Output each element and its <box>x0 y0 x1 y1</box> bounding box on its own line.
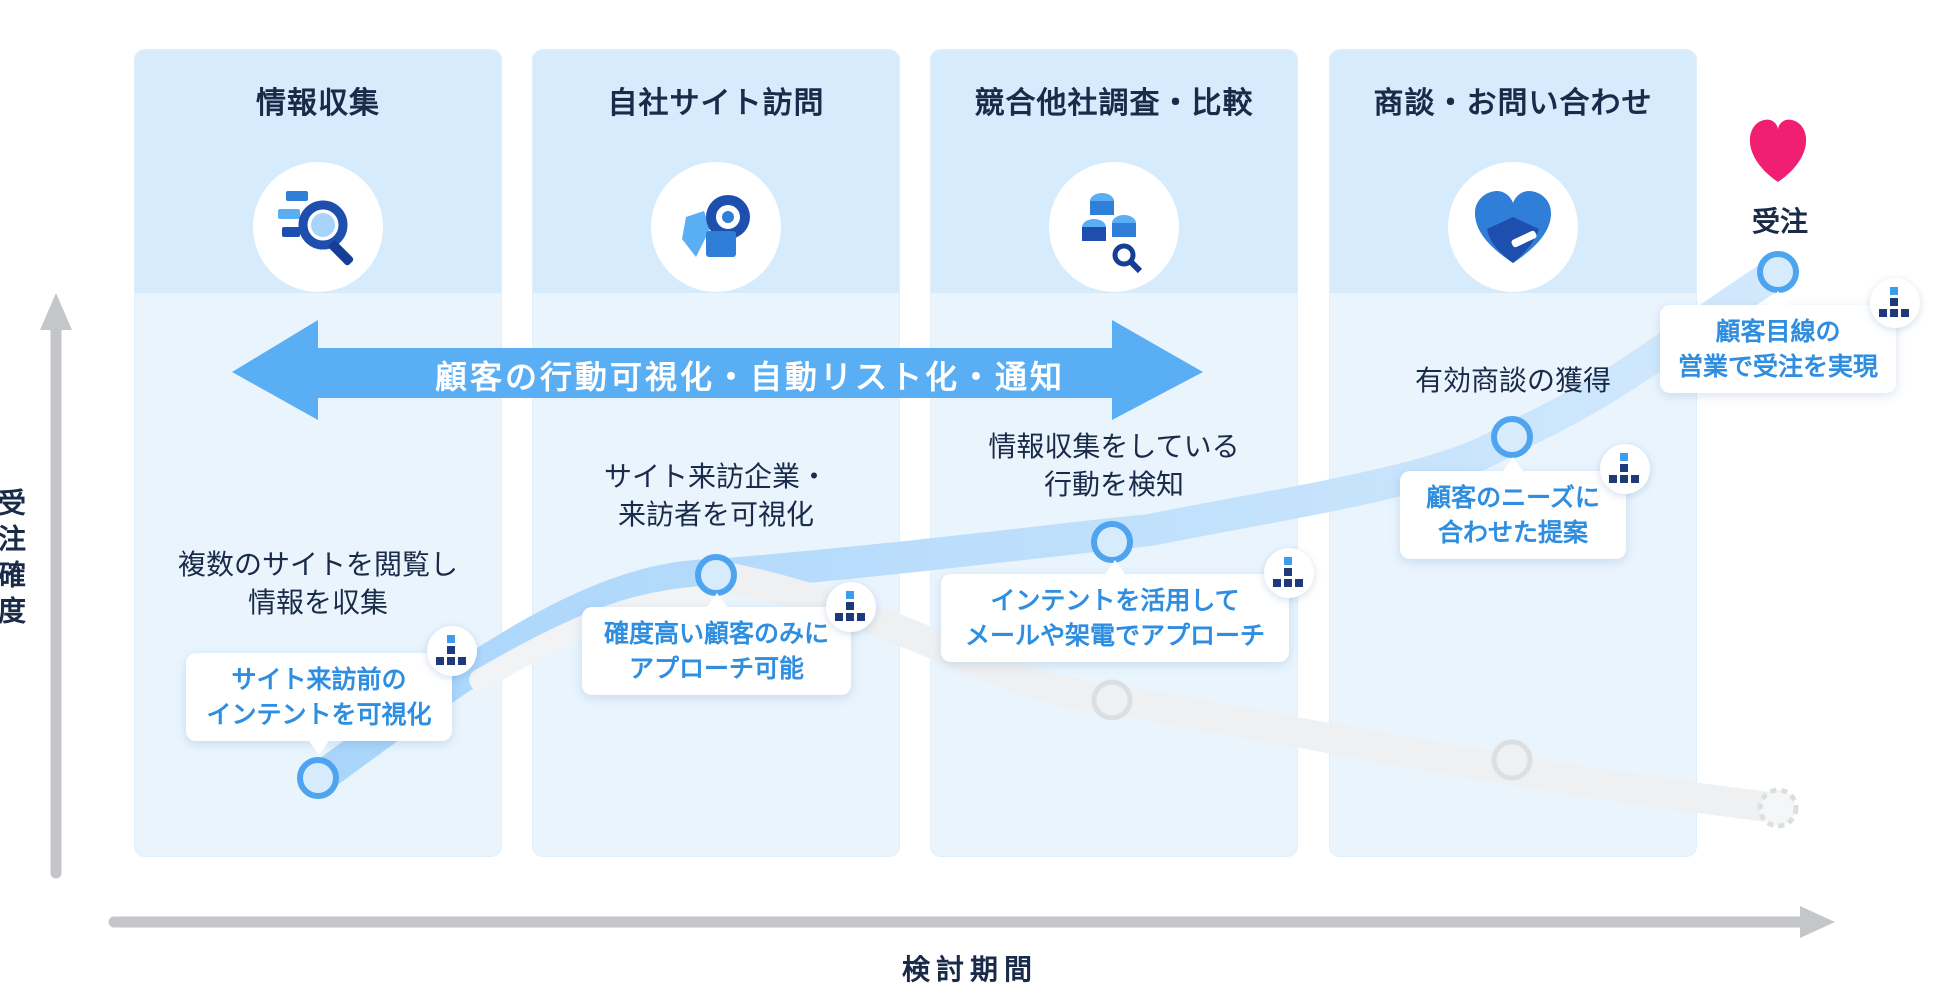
node-stage-3 <box>1091 521 1133 563</box>
stage-title: 競合他社調査・比較 <box>974 86 1254 121</box>
callout-mail-call-approach: インテントを活用して メールや架電でアプローチ <box>941 560 1289 662</box>
label-line: 情報収集をしている <box>988 430 1240 463</box>
stage-label-4: 有効商談の獲得 <box>1345 362 1681 400</box>
callout-line: アプローチ可能 <box>628 654 804 683</box>
node-order <box>1757 251 1799 293</box>
order-label: 受注 <box>1751 205 1808 238</box>
stage-label-2: サイト来訪企業・ 来訪者を可視化 <box>548 458 884 534</box>
block-logo-icon <box>826 582 876 632</box>
label-line: 来訪者を可視化 <box>617 498 814 531</box>
label-line: 行動を検知 <box>1043 468 1184 501</box>
y-axis-arrowhead <box>40 293 72 330</box>
stage-label-1: 複数のサイトを閲覧し 情報を収集 <box>150 546 486 622</box>
callout-intent-visualization: サイト来訪前の インテントを可視化 <box>186 653 452 755</box>
callout-line: 営業で受注を実現 <box>1677 352 1878 381</box>
y-axis-label: 受注確度 <box>0 488 27 632</box>
block-logo-icon <box>1264 548 1314 598</box>
drop-node-1 <box>1091 679 1133 721</box>
block-logo-icon <box>1600 444 1650 494</box>
drop-off-curve <box>701 560 1793 823</box>
callout-line: インテントを活用して <box>990 586 1240 615</box>
block-logo-icon <box>1870 278 1920 328</box>
label-line: 情報を収集 <box>247 586 388 619</box>
block-logo-icon <box>427 626 477 676</box>
node-stage-2 <box>695 554 737 596</box>
magnifier-icon <box>253 162 383 292</box>
node-stage-1 <box>297 757 339 799</box>
compare-icon <box>1049 162 1179 292</box>
banner-double-arrow <box>232 320 1203 420</box>
x-axis-label: 検討期間 <box>901 953 1038 986</box>
label-line: 複数のサイトを閲覧し <box>177 548 458 581</box>
callout-line: インテントを可視化 <box>206 700 432 729</box>
callout-customer-view-sales: 顧客目線の 営業で受注を実現 <box>1660 291 1896 393</box>
callout-needs-proposal: 顧客のニーズに 合わせた提案 <box>1400 457 1626 559</box>
label-line: サイト来訪企業・ <box>603 460 828 493</box>
callout-line: 合わせた提案 <box>1437 518 1588 547</box>
stage-title: 商談・お問い合わせ <box>1373 86 1653 121</box>
stage-label-3: 情報収集をしている 行動を検知 <box>946 428 1282 504</box>
callout-line: サイト来訪前の <box>231 665 407 694</box>
callout-line: メールや架電でアプローチ <box>964 621 1265 650</box>
callout-line: 顧客目線の <box>1715 317 1841 346</box>
stage-title: 情報収集 <box>256 86 380 121</box>
stage-title: 自社サイト訪問 <box>607 86 825 121</box>
node-stage-4 <box>1491 416 1533 458</box>
callout-line: 確度高い顧客のみに <box>603 619 829 648</box>
drop-node-end <box>1757 787 1799 829</box>
label-line: 有効商談の獲得 <box>1414 364 1611 397</box>
callout-high-intent-approach: 確度高い顧客のみに アプローチ可能 <box>582 593 851 695</box>
hand-web-icon <box>651 162 781 292</box>
callout-line: 顧客のニーズに <box>1426 483 1600 512</box>
handshake-icon <box>1448 162 1578 292</box>
banner-text: 顧客の行動可視化・自動リスト化・通知 <box>434 358 1065 396</box>
drop-node-2 <box>1491 739 1533 781</box>
stage-column-competitor-research: 競合他社調査・比較 <box>931 50 1297 856</box>
stage-column-site-visit: 自社サイト訪問 <box>533 50 899 856</box>
x-axis-arrowhead <box>1800 906 1835 938</box>
heart-icon <box>1749 119 1807 182</box>
